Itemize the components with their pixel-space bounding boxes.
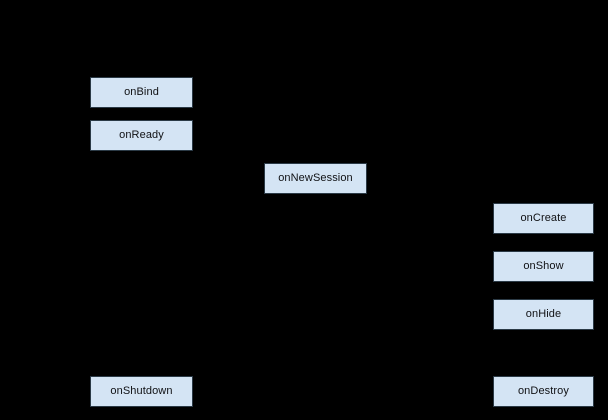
node-label: onDestroy	[517, 385, 570, 397]
node-onnewsession[interactable]: onNewSession	[264, 163, 367, 194]
edge-onshow-onhide	[543, 282, 544, 299]
node-label: onNewSession	[278, 172, 353, 184]
node-label: onBind	[124, 86, 159, 98]
edge-onbind-onready	[141, 108, 142, 120]
node-label: onShow	[523, 260, 564, 272]
edge-onready-onnewsession	[141, 151, 142, 179]
edge-onnewsession-oncreate-h	[315, 218, 493, 219]
edge-oncreate-onshow	[543, 234, 544, 251]
node-label: onHide	[525, 308, 562, 320]
node-label: onShutdown	[110, 385, 173, 397]
node-onshow[interactable]: onShow	[493, 251, 594, 282]
edge-onready-onshutdown	[141, 151, 142, 376]
node-oncreate[interactable]: onCreate	[493, 203, 594, 234]
edge-onready-onnewsession-h	[141, 178, 264, 179]
node-ondestroy[interactable]: onDestroy	[493, 376, 594, 407]
edge-onhide-ondestroy	[543, 330, 544, 376]
node-onhide[interactable]: onHide	[493, 299, 594, 330]
edge-onnewsession-oncreate	[315, 194, 316, 218]
node-onready[interactable]: onReady	[90, 120, 193, 151]
node-label: onReady	[119, 129, 164, 141]
node-label: onCreate	[520, 212, 567, 224]
node-onshutdown[interactable]: onShutdown	[90, 376, 193, 407]
node-onbind[interactable]: onBind	[90, 77, 193, 108]
